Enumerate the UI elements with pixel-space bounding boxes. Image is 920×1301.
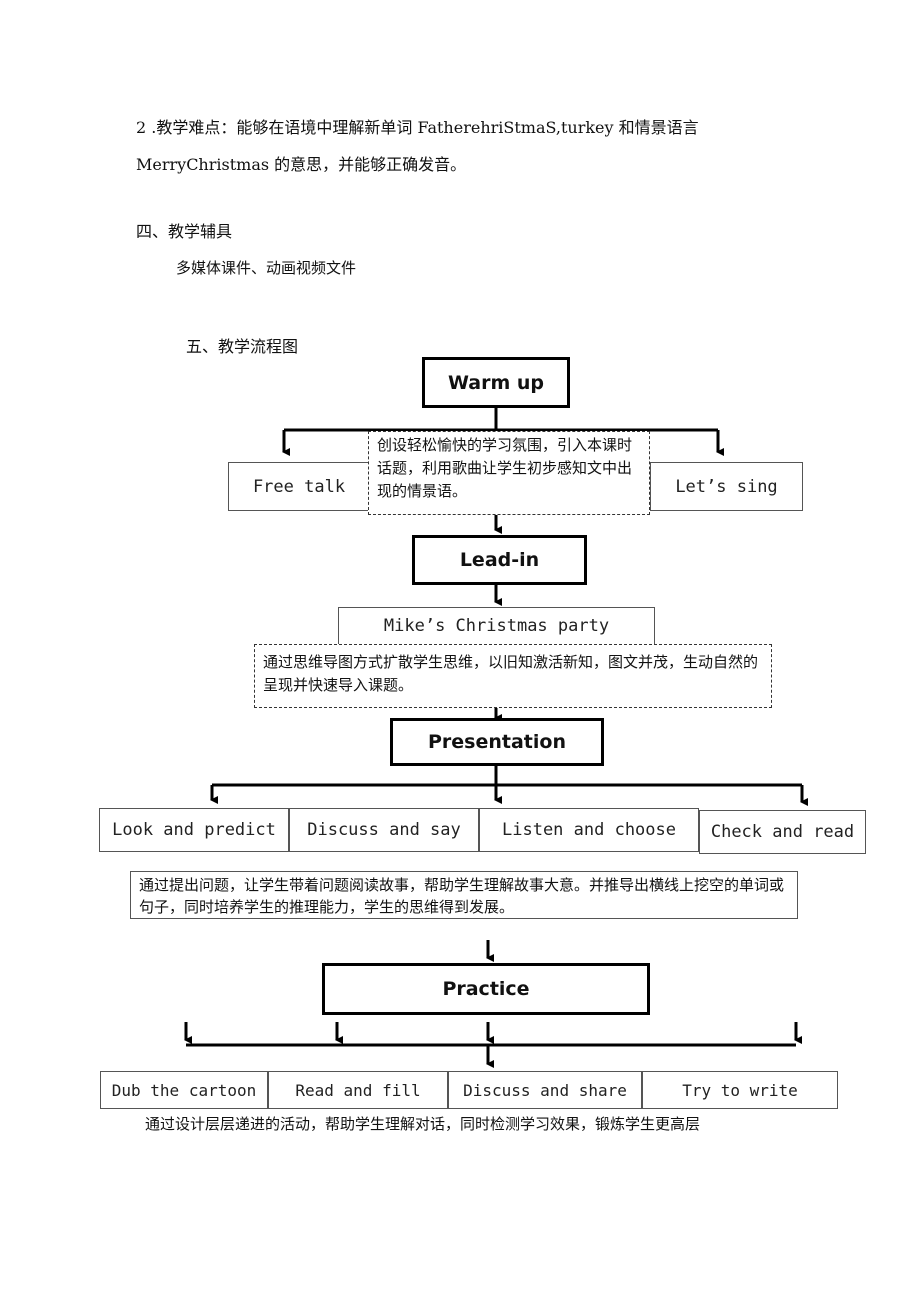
practice-title: Practice: [442, 978, 530, 1000]
practice-note: 通过设计层层递进的活动，帮助学生理解对话，同时检测学习效果，锻炼学生更高层: [145, 1115, 701, 1133]
note-text: 通过提出问题，让学生带着问题阅读故事，帮助学生理解故事大意。并推导出横线上挖空的…: [139, 876, 785, 916]
difficulty-line-1: 2 .教学难点：能够在语境中理解新单词 FatherehriStmaS,turk…: [136, 118, 699, 137]
practice-activity-discuss-share: Discuss and share: [448, 1071, 642, 1109]
warmup-title: Warm up: [447, 371, 544, 394]
difficulty-line-2: MerryChristmas 的意思，并能够正确发音。: [136, 155, 467, 174]
presentation-activity-discuss-say: Discuss and say: [289, 808, 479, 852]
note-text: 创设轻松愉快的学习氛围，引入本课时话题，利用歌曲让学生初步感知文中出现的情景语。: [377, 436, 633, 500]
activity-label: Check and read: [710, 822, 855, 842]
presentation-activity-check-read: Check and read: [699, 810, 866, 854]
note-text: 通过思维导图方式扩散学生思维，以旧知激活新知，图文并茂，生动自然的呈现并快速导入…: [263, 653, 759, 694]
presentation-note: 通过提出问题，让学生带着问题阅读故事，帮助学生理解故事大意。并推导出横线上挖空的…: [130, 871, 798, 919]
practice-box: Practice: [322, 963, 650, 1015]
activity-label: Discuss and share: [463, 1080, 627, 1100]
presentation-activity-listen-choose: Listen and choose: [479, 808, 699, 852]
warmup-note: 创设轻松愉快的学习氛围，引入本课时话题，利用歌曲让学生初步感知文中出现的情景语。: [368, 431, 650, 515]
presentation-title: Presentation: [428, 731, 566, 753]
leadin-box: Lead-in: [412, 535, 587, 585]
activity-label: Discuss and say: [307, 820, 461, 840]
activity-label: Free talk: [252, 476, 346, 497]
activity-label: Look and predict: [112, 820, 276, 840]
activity-label: Let’s sing: [675, 476, 778, 497]
section4-body: 多媒体课件、动画视频文件: [176, 259, 357, 277]
section4-heading: 四、教学辅具: [136, 222, 233, 241]
activity-label: Listen and choose: [502, 820, 676, 840]
warmup-activity-lets-sing: Let’s sing: [650, 462, 803, 511]
leadin-note: 通过思维导图方式扩散学生思维，以旧知激活新知，图文并茂，生动自然的呈现并快速导入…: [254, 644, 772, 708]
activity-label: Try to write: [682, 1080, 798, 1100]
activity-label: Mike’s Christmas party: [383, 616, 610, 636]
presentation-activity-look-predict: Look and predict: [99, 808, 289, 852]
practice-activity-read-fill: Read and fill: [268, 1071, 448, 1109]
warmup-activity-free-talk: Free talk: [228, 462, 370, 511]
activity-label: Read and fill: [295, 1080, 421, 1100]
presentation-box: Presentation: [390, 718, 604, 766]
practice-activity-try-write: Try to write: [642, 1071, 838, 1109]
section5-heading: 五、教学流程图: [186, 337, 299, 356]
practice-activity-dub-cartoon: Dub the cartoon: [100, 1071, 268, 1109]
leadin-activity: Mike’s Christmas party: [338, 607, 655, 645]
warmup-box: Warm up: [422, 357, 570, 408]
leadin-title: Lead-in: [459, 549, 540, 571]
activity-label: Dub the cartoon: [111, 1080, 257, 1100]
